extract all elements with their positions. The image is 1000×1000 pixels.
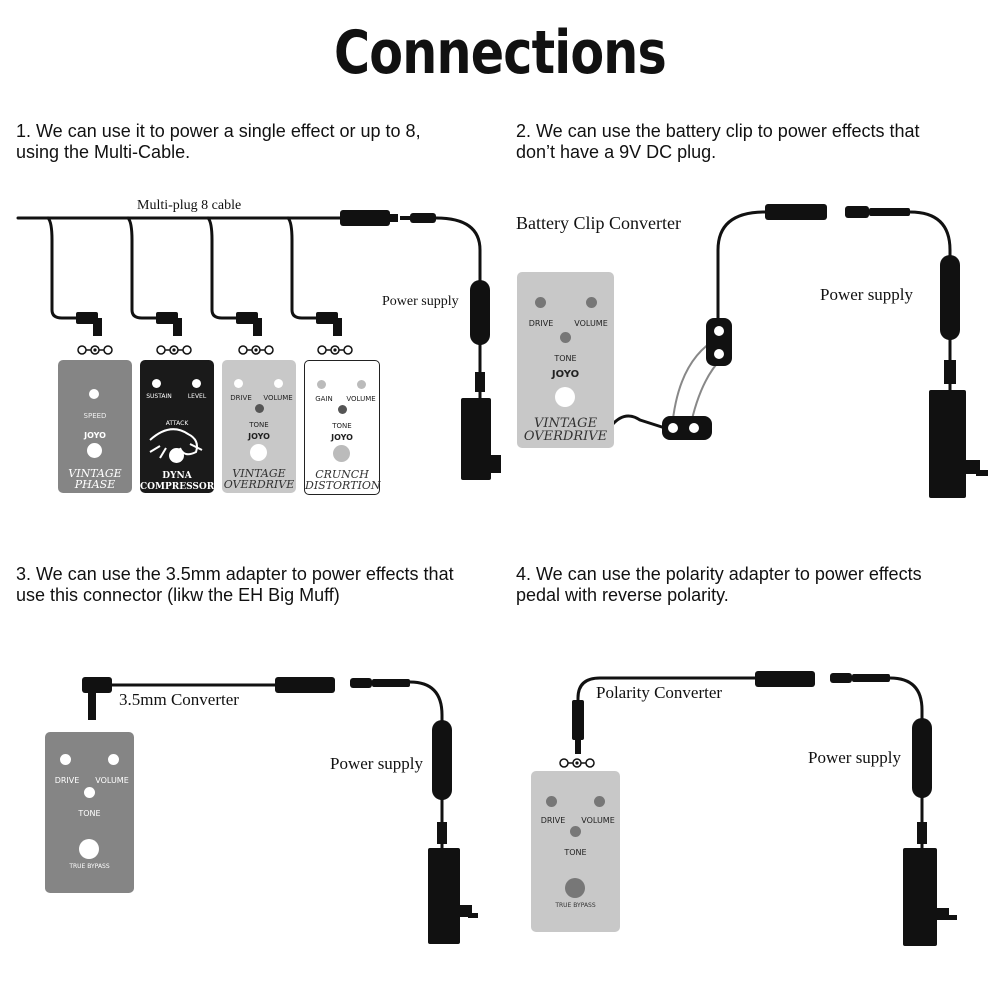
power-supply-label-3: Power supply: [330, 754, 424, 773]
pedal-dyna-compressor: SUSTAIN LEVEL ATTACK DYNA COMPRESSOR: [140, 360, 214, 493]
multi-plug-label: Multi-plug 8 cable: [137, 198, 242, 213]
caption-battery-clip: 2. We can use the battery clip to power …: [516, 121, 920, 162]
power-supply-label-4: Power supply: [808, 748, 902, 767]
pedal-35mm: DRIVE VOLUME TONE TRUE BYPASS: [45, 732, 134, 893]
polarity-converter-label: Polarity Converter: [596, 683, 723, 702]
battery-clip-cable: [716, 210, 767, 332]
power-supply-label-2: Power supply: [820, 285, 914, 304]
pedal-vintage-phase: SPEED JOYO VINTAGE PHASE: [58, 360, 132, 493]
power-supply-label-1: Power supply: [382, 294, 459, 309]
pedal-crunch-distortion: GAIN VOLUME TONE JOYO CRUNCH DISTORTION: [304, 360, 380, 495]
caption-multi-cable: 1. We can use it to power a single effec…: [16, 121, 421, 162]
caption-polarity-adapter: 4. We can use the polarity adapter to po…: [516, 564, 922, 605]
page-title: Connections: [334, 18, 667, 88]
pedal-polarity: DRIVE VOLUME TONE TRUE BYPASS: [531, 771, 620, 932]
polarity-symbol-1: [77, 345, 113, 355]
pedal-vintage-overdrive-1: DRIVE VOLUME TONE JOYO VINTAGE OVERDRIVE: [222, 360, 296, 493]
polarity-cable: [576, 676, 757, 722]
caption-35mm-adapter: 3. We can use the 3.5mm adapter to power…: [16, 564, 454, 605]
pedal-vintage-overdrive-2: DRIVE VOLUME TONE JOYO VINTAGE OVERDRIVE: [517, 272, 614, 448]
battery-clip-label: Battery Clip Converter: [516, 213, 681, 233]
power-cable-1: [434, 216, 482, 402]
converter-35-label: 3.5mm Converter: [119, 690, 239, 709]
scorpion-icon: [149, 428, 203, 459]
